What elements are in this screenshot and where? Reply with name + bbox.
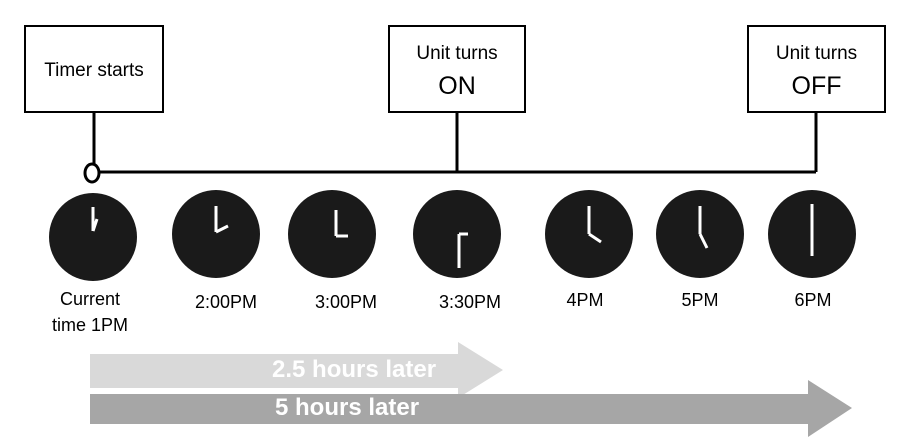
clock-icon-1pm — [49, 193, 137, 281]
long-duration-label: 5 hours later — [275, 394, 420, 421]
timer-starts-box: Timer starts — [24, 25, 164, 113]
unit-on-label-line1: Unit turns — [416, 43, 498, 64]
timer-starts-label: Timer starts — [44, 60, 144, 81]
unit-off-label-line2: OFF — [791, 72, 842, 100]
timeline-start-marker — [83, 162, 101, 184]
short-duration-arrow — [90, 342, 503, 398]
clock-icon-330pm — [413, 190, 501, 278]
clock-icon-5pm — [656, 190, 744, 278]
unit-on-box: Unit turns ON — [388, 25, 526, 113]
clock-icon-2pm — [172, 190, 260, 278]
short-duration-label: 2.5 hours later — [272, 356, 437, 383]
clock-label-3pm: 3:00PM — [314, 292, 378, 312]
clock-label-5pm: 5PM — [681, 290, 719, 310]
clock-label-1pm: Current time 1PM — [30, 286, 150, 338]
unit-on-label-line2: ON — [438, 72, 476, 100]
clock-label-2pm: 2:00PM — [194, 292, 258, 312]
long-duration-arrow — [90, 380, 852, 437]
clock-icon-4pm — [545, 190, 633, 278]
clock-icon-6pm — [768, 190, 856, 278]
clock-icon-3pm — [288, 190, 376, 278]
clock-label-4pm: 4PM — [566, 290, 604, 310]
unit-off-box: Unit turns OFF — [747, 25, 886, 113]
clock-label-1pm-line1: Current — [59, 289, 121, 309]
clock-label-330pm: 3:30PM — [438, 292, 502, 312]
unit-off-label-line1: Unit turns — [775, 43, 858, 64]
clock-label-1pm-line2: time 1PM — [51, 315, 129, 335]
clock-label-6pm: 6PM — [794, 290, 832, 310]
